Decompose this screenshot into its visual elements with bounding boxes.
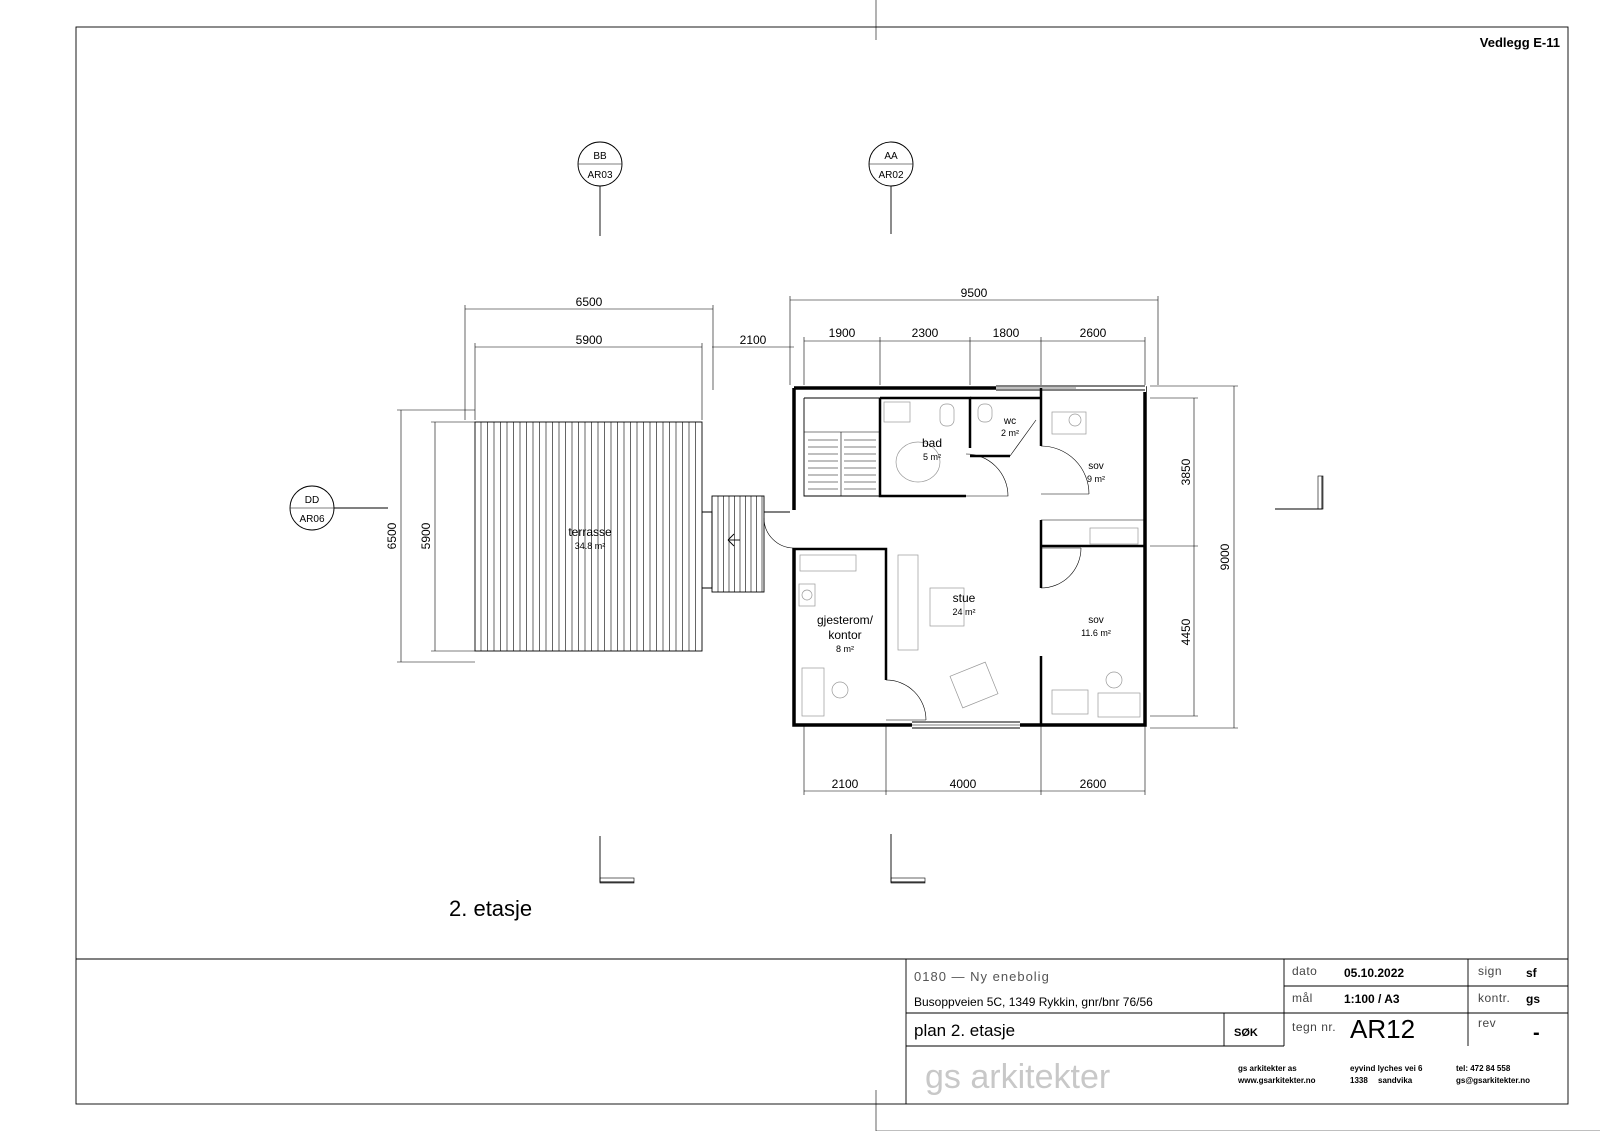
room-stue-area: 24 m² <box>952 607 975 617</box>
section-marker-dd: DD AR06 <box>289 485 388 531</box>
company-web: www.gsarkitekter.no <box>1237 1076 1316 1085</box>
svg-text:2300: 2300 <box>912 326 939 340</box>
room-bad-name: bad <box>922 436 942 450</box>
date-label: dato <box>1292 964 1317 978</box>
project-name: 0180 — Ny enebolig <box>914 969 1050 984</box>
room-gjesterom-name-1: gjesterom/ <box>817 613 874 627</box>
svg-text:AR06: AR06 <box>299 514 324 525</box>
svg-text:2100: 2100 <box>740 333 767 347</box>
scale-value: 1:100 / A3 <box>1344 992 1400 1006</box>
section-cut-marks <box>599 475 1324 884</box>
room-gjesterom-name-2: kontor <box>828 628 861 642</box>
section-marker-aa: AA AR02 <box>868 141 914 234</box>
svg-text:AR02: AR02 <box>878 170 903 181</box>
room-wc-area: 2 m² <box>1001 428 1019 438</box>
room-bad-area: 5 m² <box>923 452 941 462</box>
svg-text:9000: 9000 <box>1218 543 1232 570</box>
date-value: 05.10.2022 <box>1344 966 1404 980</box>
room-sov1-name: sov <box>1088 461 1104 472</box>
floor-title: 2. etasje <box>449 896 532 921</box>
svg-text:1800: 1800 <box>993 326 1020 340</box>
company-logo: gs arkitekter <box>925 1058 1110 1096</box>
section-marker-bb: BB AR03 <box>577 141 623 236</box>
company-postcode: 1338 <box>1350 1076 1368 1085</box>
svg-text:4450: 4450 <box>1179 618 1193 645</box>
dimension-lines: 6500 5900 2100 9500 1900 2300 1800 2600 … <box>385 286 1238 795</box>
drawing-no-label: tegn nr. <box>1292 1020 1336 1034</box>
svg-text:5900: 5900 <box>576 333 603 347</box>
room-terrasse-name: terrasse <box>568 525 612 539</box>
company-city: sandvika <box>1378 1076 1413 1085</box>
svg-text:DD: DD <box>305 495 319 506</box>
scale-label: mål <box>1292 991 1313 1005</box>
room-terrasse-area: 34.8 m² <box>575 541 606 551</box>
attachment-label: Vedlegg E-11 <box>1480 35 1560 50</box>
svg-text:5900: 5900 <box>419 522 433 549</box>
svg-text:1900: 1900 <box>829 326 856 340</box>
company-name: gs arkitekter as <box>1238 1064 1297 1073</box>
svg-text:AR03: AR03 <box>587 170 612 181</box>
terrace <box>474 421 794 652</box>
svg-text:2100: 2100 <box>832 777 859 791</box>
room-labels: terrasse 34.8 m² bad 5 m² wc 2 m² sov 9 … <box>568 416 1111 654</box>
svg-text:4000: 4000 <box>950 777 977 791</box>
room-stue-name: stue <box>953 591 976 605</box>
furniture <box>798 401 1141 718</box>
title-block: 0180 — Ny enebolig Busoppveien 5C, 1349 … <box>76 958 1568 1104</box>
room-gjesterom-area: 8 m² <box>836 644 854 654</box>
svg-text:2600: 2600 <box>1080 777 1107 791</box>
svg-text:9500: 9500 <box>961 286 988 300</box>
house-walls <box>763 385 1147 729</box>
check-label: kontr. <box>1478 991 1510 1005</box>
sheet-border <box>75 26 1569 1105</box>
room-sov2-area: 11.6 m² <box>1081 628 1111 638</box>
room-sov1-area: 9 m² <box>1087 474 1105 484</box>
company-street: eyvind lyches vei 6 <box>1350 1064 1423 1073</box>
company-email: gs@gsarkitekter.no <box>1456 1076 1530 1085</box>
svg-text:2600: 2600 <box>1080 326 1107 340</box>
room-wc-name: wc <box>1003 416 1016 427</box>
svg-text:6500: 6500 <box>385 522 399 549</box>
svg-text:6500: 6500 <box>576 295 603 309</box>
check-value: gs <box>1526 992 1540 1006</box>
svg-text:AA: AA <box>884 151 898 162</box>
soknad-label: SØK <box>1234 1027 1258 1039</box>
svg-text:3850: 3850 <box>1179 458 1193 485</box>
sign-label: sign <box>1478 964 1502 978</box>
rev-value: - <box>1533 1022 1540 1044</box>
svg-text:BB: BB <box>593 151 607 162</box>
drawing-number: AR12 <box>1350 1014 1415 1044</box>
room-sov2-name: sov <box>1088 615 1104 626</box>
project-address: Busoppveien 5C, 1349 Rykkin, gnr/bnr 76/… <box>914 995 1153 1009</box>
company-phone: tel: 472 84 558 <box>1456 1064 1511 1073</box>
drawing-title: plan 2. etasje <box>914 1021 1015 1040</box>
sign-value: sf <box>1526 966 1538 980</box>
rev-label: rev <box>1478 1016 1496 1030</box>
